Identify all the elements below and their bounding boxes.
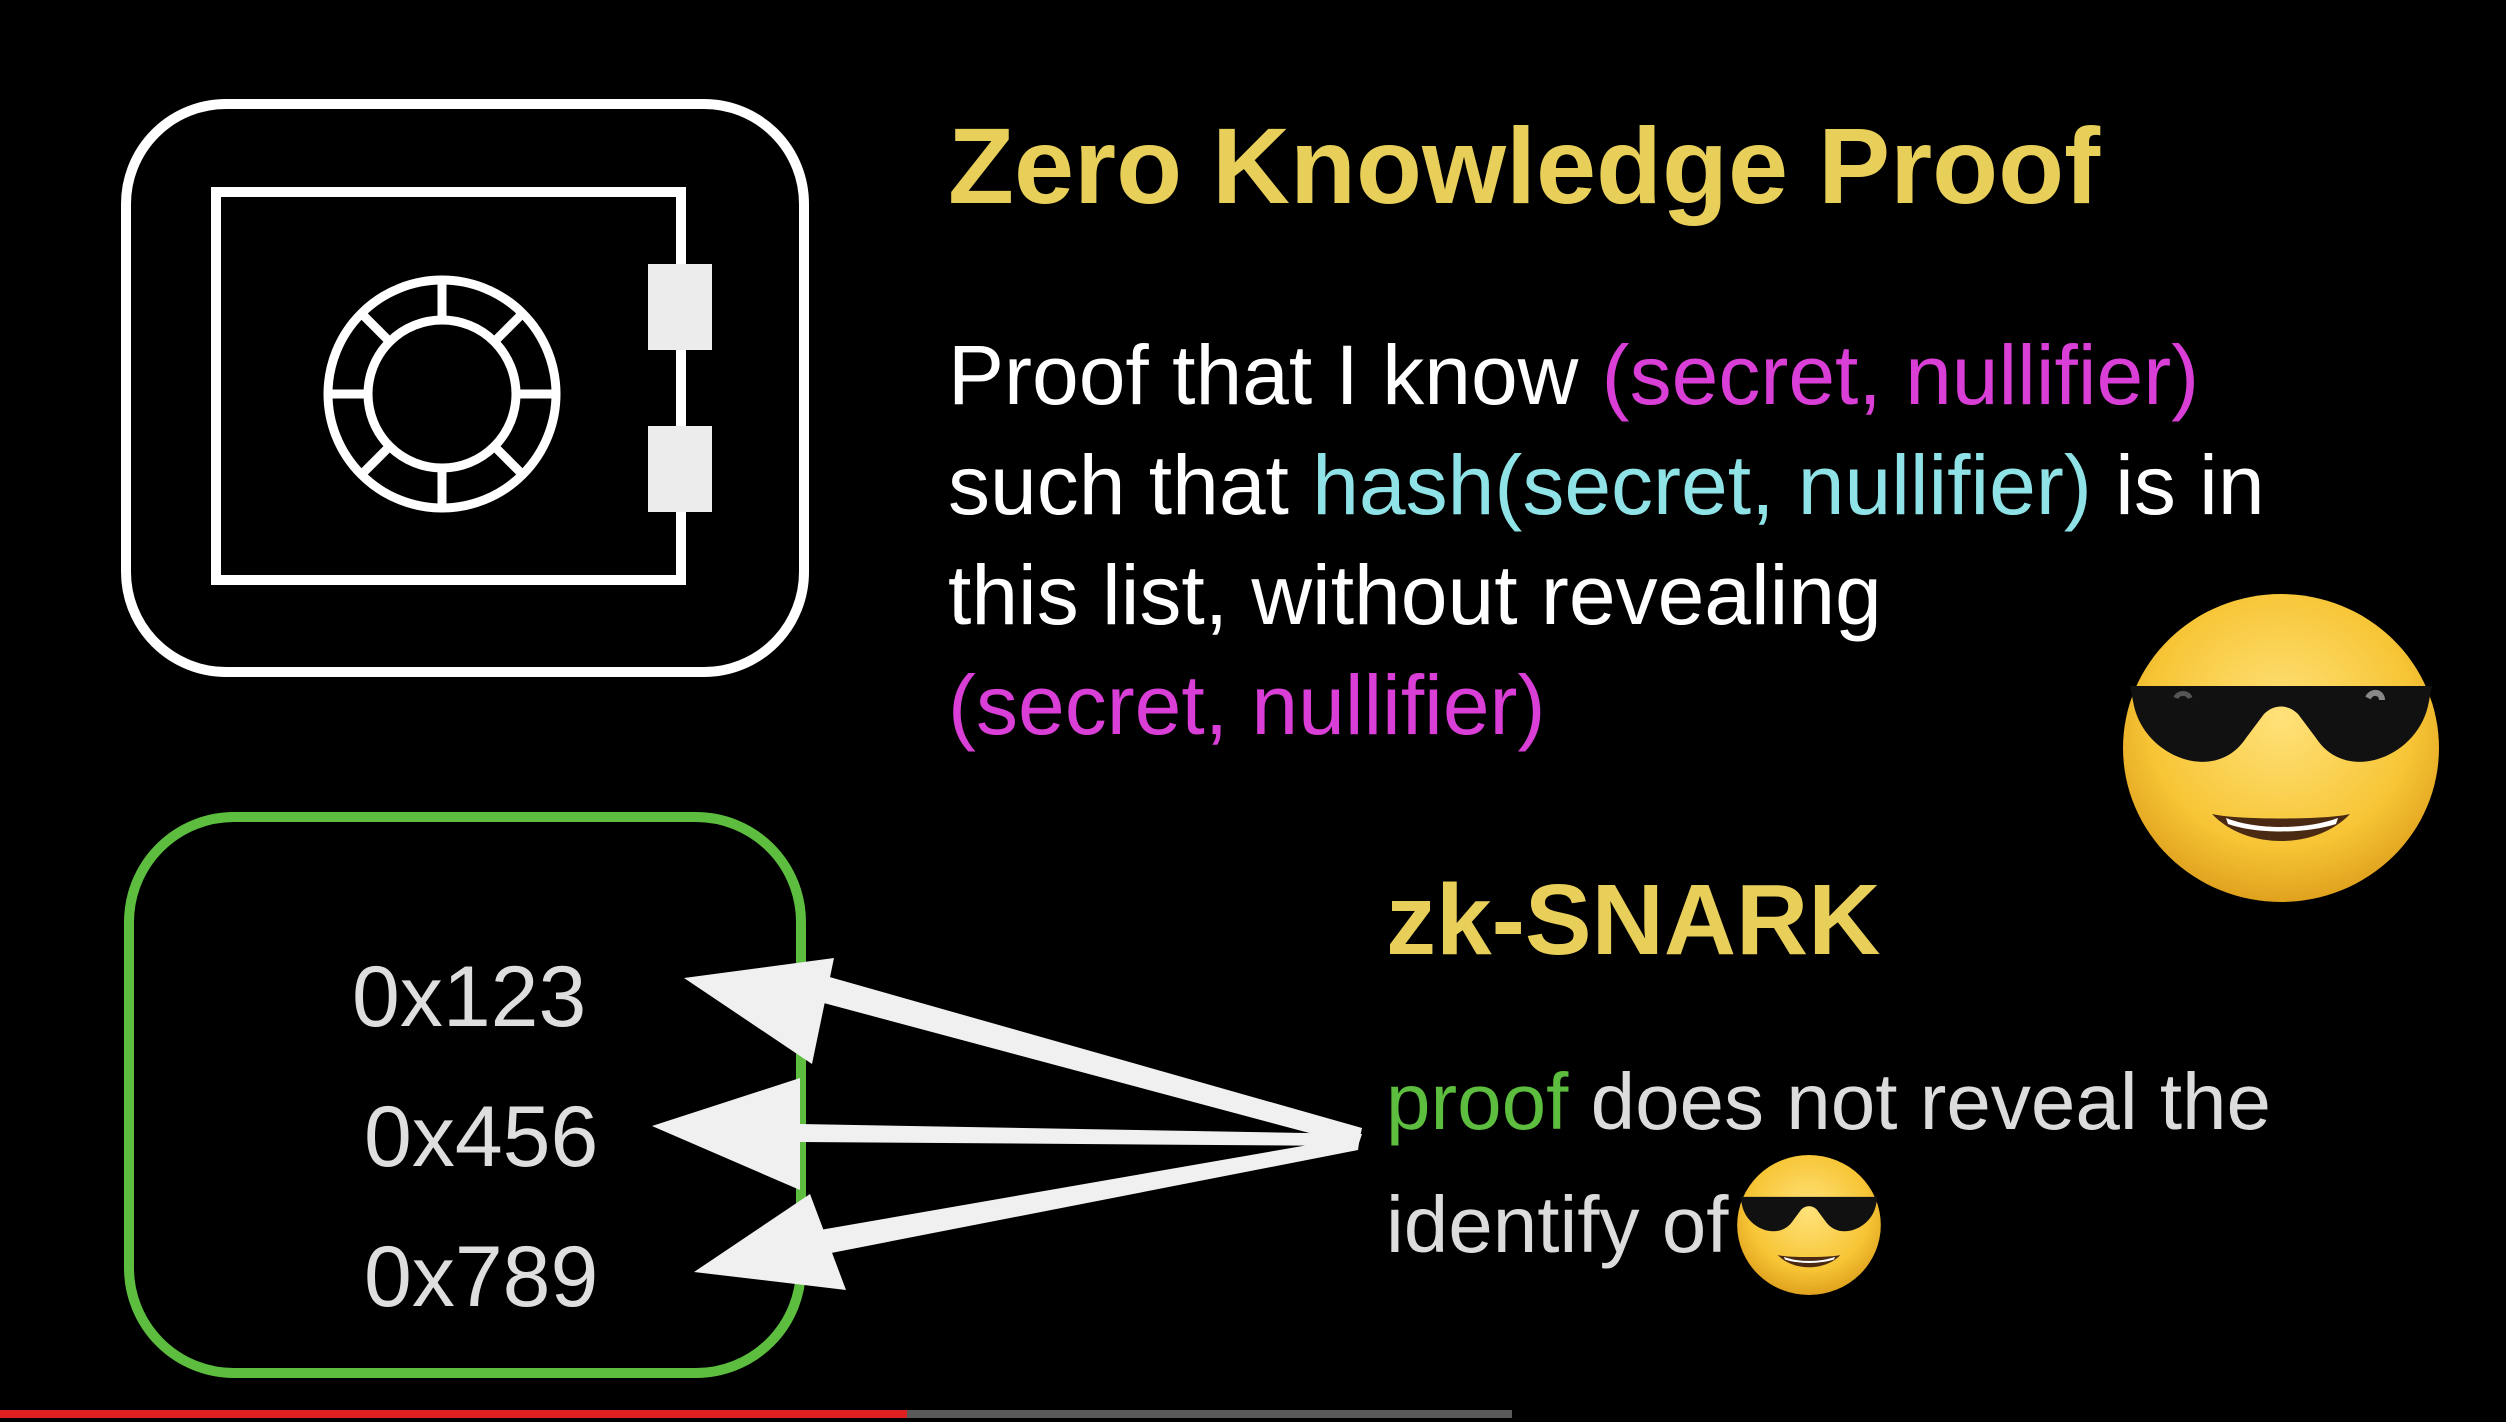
slide-title: Zero Knowledge Proof bbox=[948, 105, 2101, 226]
description-line-3: this list, without revealing bbox=[948, 548, 1882, 642]
description-line-4: (secret, nullifier) bbox=[948, 658, 1546, 752]
arrow-to-hash-3 bbox=[820, 1136, 1360, 1254]
description-line-2: such that hash(secret, nullifier) is in bbox=[948, 430, 2468, 540]
text-plain: identify of bbox=[1386, 1180, 1729, 1270]
text-proof: proof bbox=[1386, 1057, 1569, 1146]
video-progress-fill[interactable] bbox=[0, 1410, 907, 1418]
safe-icon bbox=[121, 99, 809, 677]
zkp-description: Proof that I know (secret, nullifier) su… bbox=[948, 320, 2468, 760]
text-plain: such that bbox=[948, 438, 1313, 532]
text-plain: Proof that I know bbox=[948, 328, 1602, 422]
text-secret-nullifier: (secret, nullifier) bbox=[1601, 328, 2200, 422]
text-plain: does not reveal the bbox=[1568, 1057, 2272, 1146]
text-plain: is in bbox=[2091, 438, 2265, 532]
hash-item-3: 0x789 bbox=[364, 1229, 599, 1325]
sunglasses-face-icon bbox=[1737, 1155, 1882, 1295]
arrow-to-hash-2 bbox=[800, 1124, 1362, 1146]
text-hash: hash(secret, nullifier) bbox=[1312, 438, 2092, 532]
description-line-1: Proof that I know (secret, nullifier) bbox=[948, 320, 2468, 430]
zk-line-1: proof does not reveal the bbox=[1386, 1048, 2466, 1156]
hash-item-2: 0x456 bbox=[364, 1089, 599, 1185]
hash-list-box: 0x123 0x456 0x789 bbox=[124, 812, 806, 1378]
zk-snark-description: proof does not reveal the identify of bbox=[1386, 1048, 2466, 1306]
arrow-to-hash-1 bbox=[820, 976, 1362, 1146]
hash-item-1: 0x123 bbox=[352, 949, 587, 1045]
sunglasses-face-icon bbox=[2123, 594, 2439, 902]
zk-snark-heading: zk-SNARK bbox=[1386, 864, 1881, 976]
zk-line-2: identify of bbox=[1386, 1155, 2466, 1306]
